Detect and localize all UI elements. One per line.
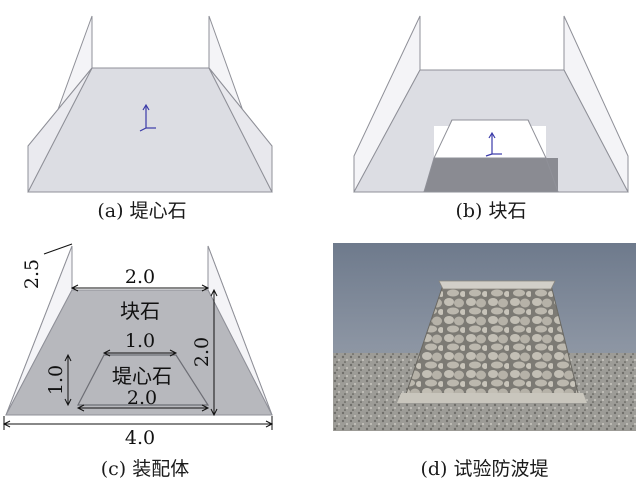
assembly-drawing: 2.0 2.5 块石 1.0 堤心石 2.0 1.0 2.0 4.0 xyxy=(0,240,290,452)
breakwater-top xyxy=(438,280,556,290)
caption-b: (b) 块石 xyxy=(455,200,527,222)
dim-bottom-width: 4.0 xyxy=(125,427,155,449)
dim-core-bottom-width: 2.0 xyxy=(127,387,157,409)
caption-d: (d) 试验防波堤 xyxy=(420,458,549,480)
dim-total-height: 2.0 xyxy=(191,337,213,367)
panel-d xyxy=(333,243,636,431)
breakwater-photo xyxy=(333,243,636,431)
dim-top-width: 2.0 xyxy=(125,266,155,288)
label-block: 块石 xyxy=(120,299,160,323)
assembly-core-face xyxy=(77,354,210,406)
axis-icon xyxy=(485,131,502,157)
armor-block-render xyxy=(348,6,634,196)
dim-core-height: 1.0 xyxy=(45,365,67,395)
dim-block-height: 2.5 xyxy=(21,259,43,289)
axis-icon xyxy=(139,103,156,132)
panel-b xyxy=(348,6,634,196)
panel-c: 2.0 2.5 块石 1.0 堤心石 2.0 1.0 2.0 4.0 xyxy=(0,240,290,452)
label-core: 堤心石 xyxy=(112,364,172,388)
panel-a xyxy=(6,6,278,196)
dim-core-top-width: 1.0 xyxy=(125,330,155,352)
caption-c: (c) 装配体 xyxy=(100,458,190,480)
caption-a: (a) 堤心石 xyxy=(97,200,187,222)
core-stone-render xyxy=(6,6,278,196)
